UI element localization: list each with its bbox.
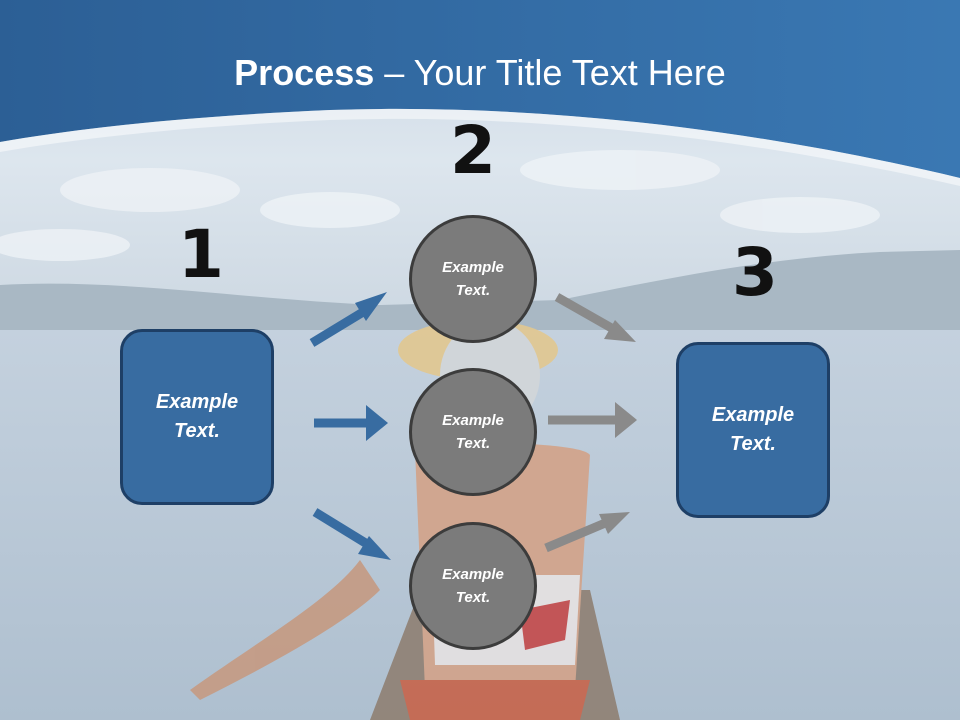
step-number-3: 3	[732, 234, 778, 311]
process-box-right-label: Example Text.	[711, 404, 795, 455]
process-circle-middle[interactable]: Example Text.	[409, 368, 537, 496]
process-box-right[interactable]: Example Text.	[676, 342, 830, 518]
arrow-top-to-3	[554, 293, 618, 334]
header-banner	[0, 0, 960, 178]
process-circle-top-label: Example Text.	[442, 259, 504, 299]
process-circle-bottom-label: Example Text.	[442, 566, 504, 606]
arrow-bottom-to-3	[544, 516, 612, 553]
process-circle-bottom[interactable]: Example Text.	[409, 522, 537, 650]
step-number-1: 1	[178, 216, 224, 293]
arrow-top-to-3-head	[604, 320, 636, 342]
arrow-1-to-bottom-head	[358, 536, 391, 560]
arrow-bottom-to-3-head	[599, 512, 630, 534]
title-bold: Process	[234, 52, 375, 93]
slide-title: Process – Your Title Text Here	[0, 52, 960, 94]
step-number-2: 2	[450, 112, 496, 189]
arrow-1-to-top-head	[355, 292, 387, 321]
process-box-left-label: Example Text.	[155, 391, 239, 442]
title-rest: – Your Title Text Here	[374, 52, 726, 93]
arrow-1-to-bottom	[312, 508, 375, 551]
process-circle-middle-label: Example Text.	[442, 412, 504, 452]
process-box-left[interactable]: Example Text.	[120, 329, 274, 505]
arrow-1-to-top	[309, 305, 371, 347]
process-arrows	[309, 292, 637, 560]
process-circle-top[interactable]: Example Text.	[409, 215, 537, 343]
arrow-middle-to-3-head	[615, 402, 637, 438]
arrow-1-to-middle-head	[366, 405, 388, 441]
